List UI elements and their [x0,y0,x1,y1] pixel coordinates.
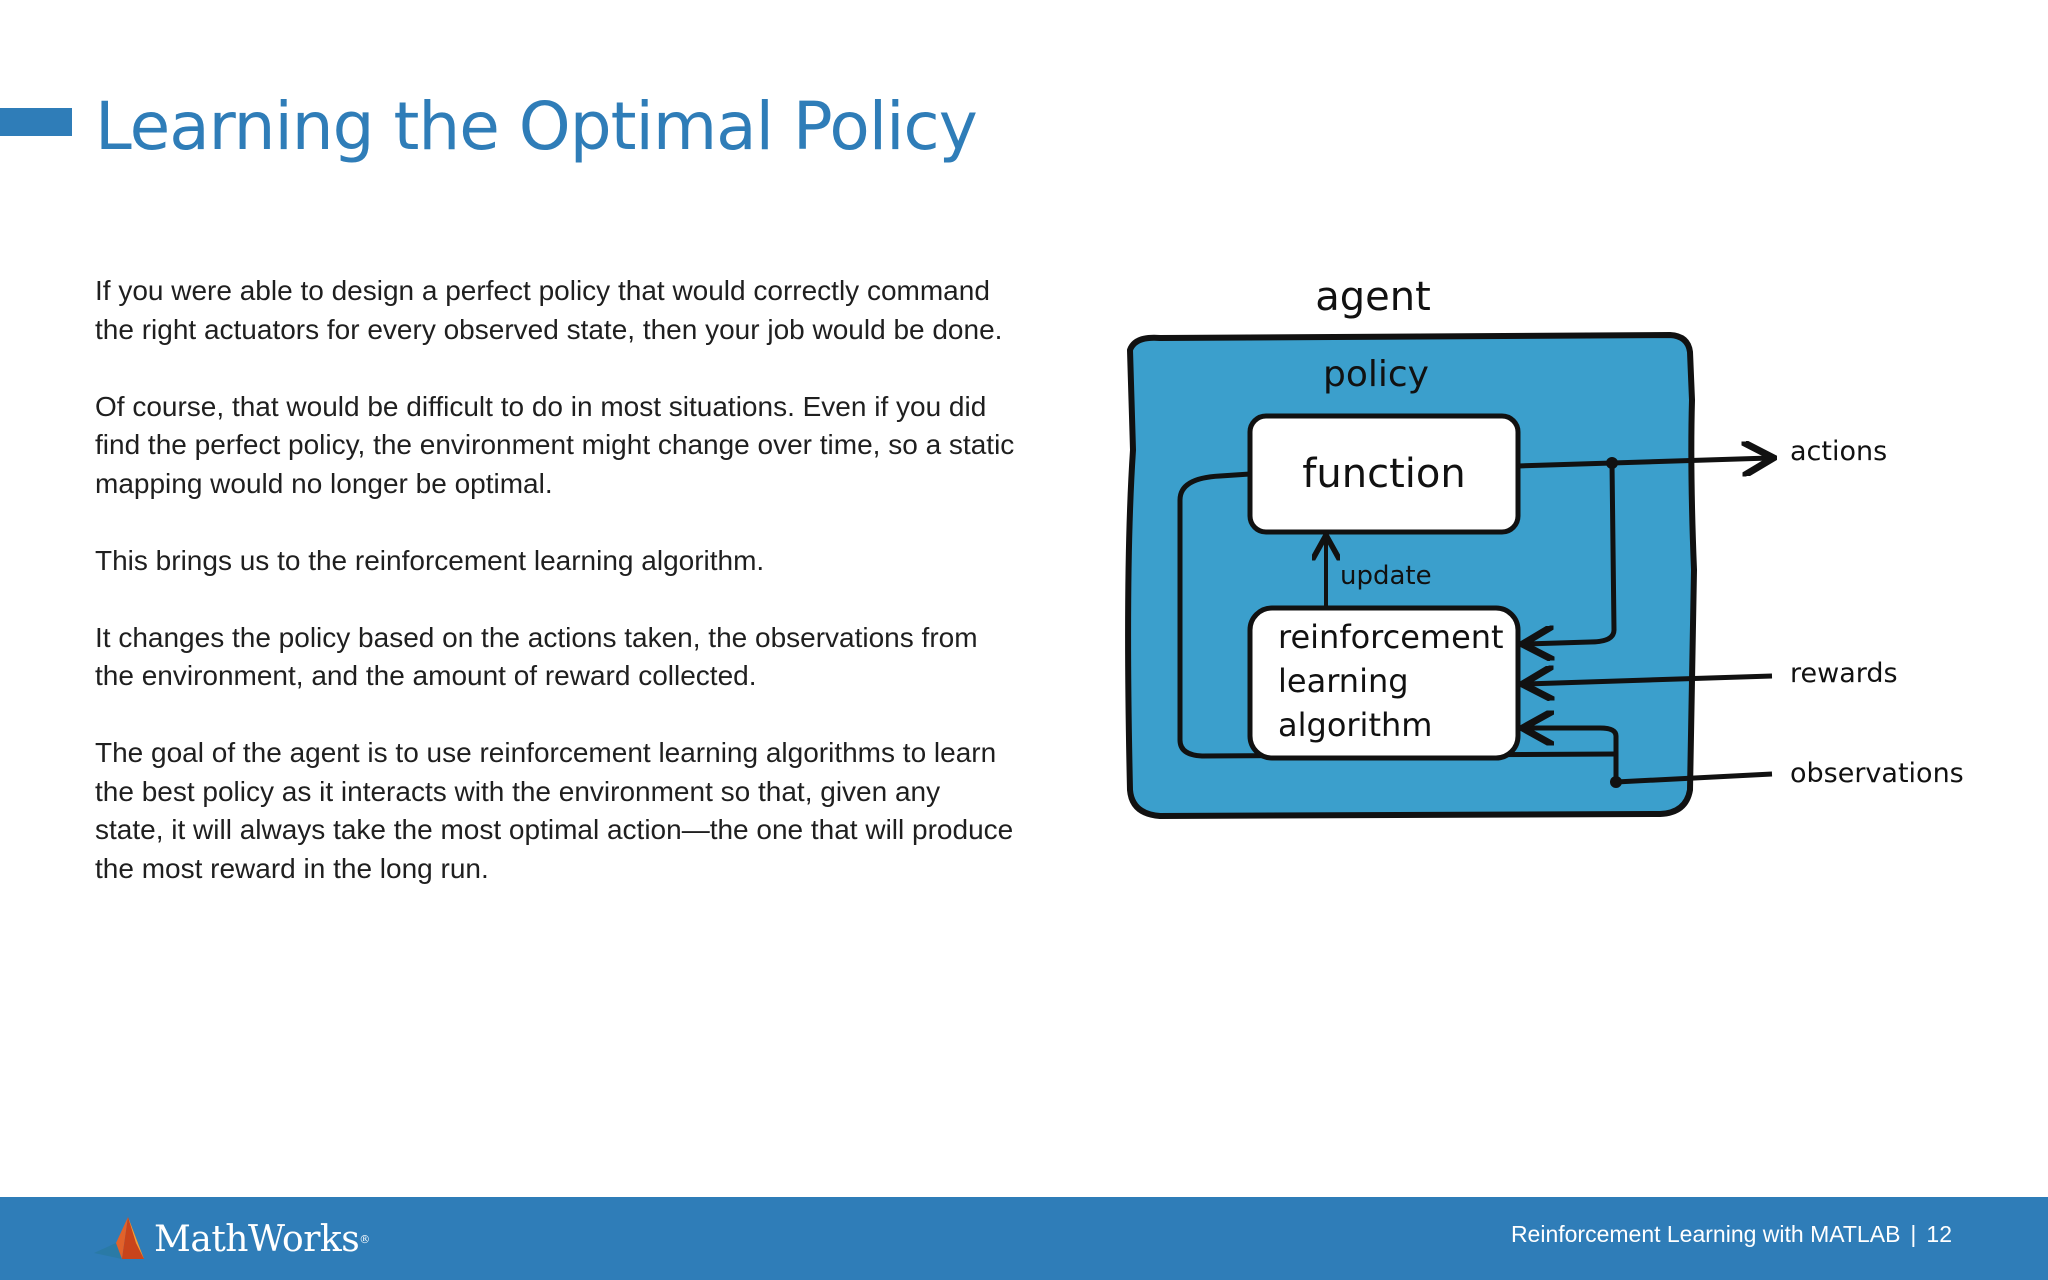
footer-bar: MathWorks® Reinforcement Learning with M… [0,1197,2048,1280]
paragraph: It changes the policy based on the actio… [95,621,978,692]
rl-label-line-3: algorithm [1278,706,1432,744]
brand-name: MathWorks® [154,1218,370,1260]
function-box [1247,413,1521,535]
page-number: 12 [1926,1221,1952,1247]
paragraph: Of course, that would be difficult to do… [95,390,1015,499]
rewards-label: rewards [1790,658,1898,689]
footer-separator: | [1910,1221,1917,1247]
feedback-loop [1177,471,1617,759]
rewards-arrow [1526,676,1773,684]
slide-title: Learning the Optimal Policy [95,88,978,165]
footer-info: Reinforcement Learning with MATLAB | 12 [1511,1221,1952,1248]
rl-label-line-2: learning [1278,662,1409,700]
policy-label: policy [1323,354,1429,395]
agent-label: agent [1315,274,1431,320]
observations-line [1615,771,1773,785]
observations-feedback [1526,728,1619,782]
rl-label-line-1: reinforcement [1278,618,1504,656]
course-title: Reinforcement Learning with MATLAB [1510,1221,1901,1247]
body-text: If you were able to design a perfect pol… [95,272,1015,927]
observations-label: observations [1790,758,1964,789]
function-label: function [1302,451,1465,497]
actions-label: actions [1790,436,1887,467]
membrane-icon [94,1217,144,1259]
rl-algorithm-box [1247,605,1521,761]
mathworks-logo: MathWorks® [92,1213,370,1265]
update-label: update [1340,561,1432,591]
title-accent-bar [0,108,72,136]
paragraph: The goal of the agent is to use reinforc… [95,737,1014,884]
actions-feedback [1526,462,1617,644]
agent-diagram: agent policy function update reinforceme… [1125,274,1964,819]
paragraph: If you were able to design a perfect pol… [95,275,1003,345]
paragraph: This brings us to the reinforcement lear… [95,544,765,576]
actions-arrow [1517,458,1770,466]
